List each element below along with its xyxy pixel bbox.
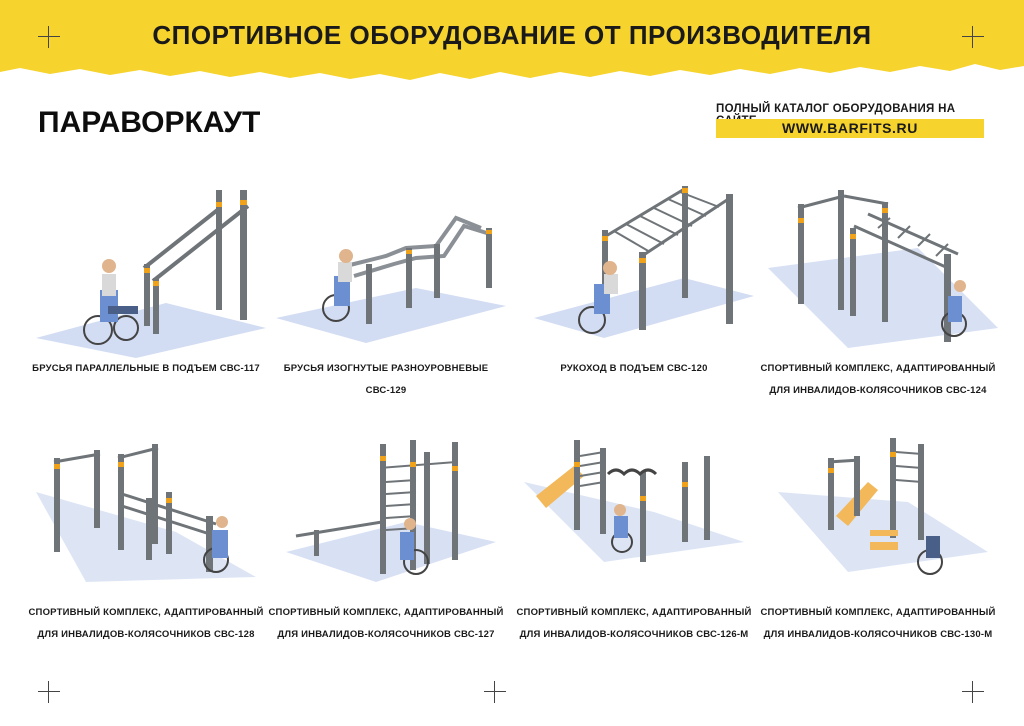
banner-title: СПОРТИВНОЕ ОБОРУДОВАНИЕ ОТ ПРОИЗВОДИТЕЛЯ	[152, 20, 872, 50]
crop-mark-top-left	[38, 26, 60, 48]
crop-mark-bottom-center	[484, 681, 506, 703]
product-caption: БРУСЬЯ ПАРАЛЛЕЛЬНЫЕ В ПОДЪЕМ СВС-117	[32, 363, 260, 374]
product-image	[778, 438, 988, 575]
header-banner	[0, 0, 1024, 80]
product-image	[36, 190, 266, 358]
product-image	[534, 186, 754, 338]
product-caption: РУКОХОД В ПОДЪЕМ СВС-120	[560, 363, 708, 374]
product-image	[768, 190, 998, 348]
product-image	[524, 440, 744, 562]
product-image	[276, 215, 506, 343]
catalog-url-link[interactable]: WWW.BARFITS.RU	[716, 119, 984, 138]
product-image	[36, 444, 256, 582]
page-title: ПАРАВОРКАУТ	[38, 106, 261, 139]
crop-mark-top-right	[962, 26, 984, 48]
product-image	[286, 440, 496, 582]
crop-mark-bottom-right	[962, 681, 984, 703]
crop-mark-bottom-left	[38, 681, 60, 703]
product-card[interactable]: РУКОХОД В ПОДЪЕМ СВС-120	[514, 178, 754, 380]
product-card[interactable]: БРУСЬЯ ПАРАЛЛЕЛЬНЫЕ В ПОДЪЕМ СВС-117	[26, 178, 266, 380]
